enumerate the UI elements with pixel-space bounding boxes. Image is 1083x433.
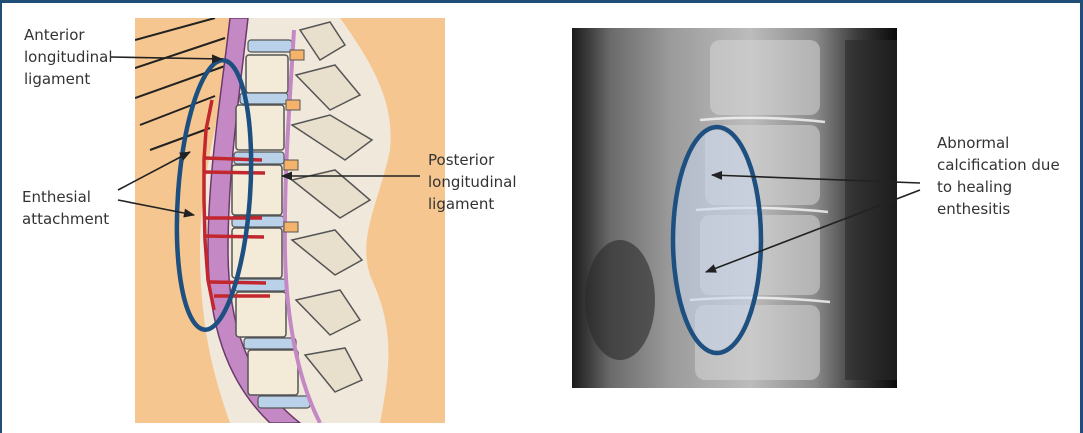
label-posterior-longitudinal-ligament: Posterior longitudinal ligament xyxy=(428,151,521,213)
label-anterior-line-1: Anterior xyxy=(24,26,85,44)
label-abnormal-line-2: calcification due xyxy=(937,156,1060,174)
spine-illustration xyxy=(135,18,445,423)
label-anterior-line-3: ligament xyxy=(24,70,90,88)
label-abnormal-calcification: Abnormal calcification due to healing en… xyxy=(937,134,1064,218)
label-enthesial-line-2: attachment xyxy=(22,210,109,228)
label-abnormal-line-3: to healing xyxy=(937,178,1012,196)
label-abnormal-line-4: enthesitis xyxy=(937,200,1010,218)
label-enthesial-attachment: Enthesial attachment xyxy=(22,188,109,228)
label-anterior-line-2: longitudinal xyxy=(24,48,112,66)
label-abnormal-line-1: Abnormal xyxy=(937,134,1009,152)
xray-image xyxy=(572,28,900,388)
label-anterior-longitudinal-ligament: Anterior longitudinal ligament xyxy=(24,26,117,88)
label-posterior-line-2: longitudinal xyxy=(428,173,516,191)
label-enthesial-line-1: Enthesial xyxy=(22,188,91,206)
label-posterior-line-1: Posterior xyxy=(428,151,495,169)
label-posterior-line-3: ligament xyxy=(428,195,494,213)
